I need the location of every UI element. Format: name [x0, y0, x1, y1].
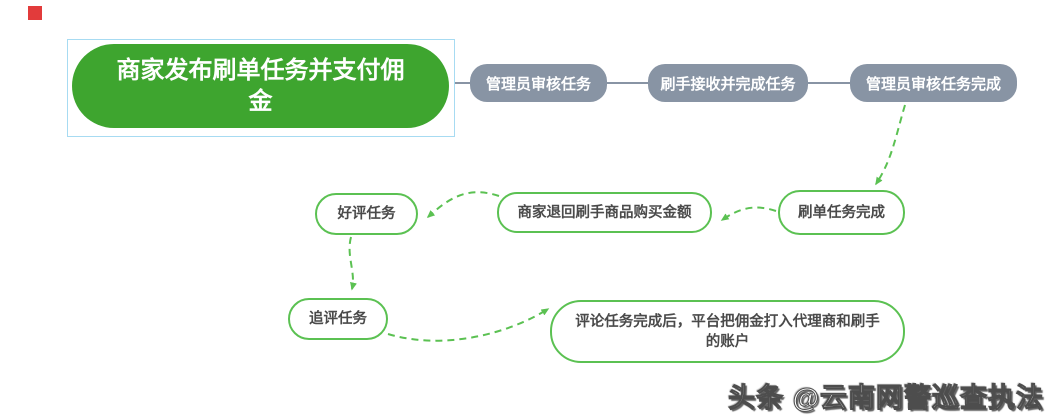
node-platform-pays-commission[interactable]: 评论任务完成后，平台把佣金打入代理商和刷手的账户 [550, 300, 905, 363]
node-brusher-receive-complete[interactable]: 刷手接收并完成任务 [648, 64, 808, 102]
watermark-text: 头条 @云南网警巡查执法 [728, 383, 1044, 414]
dashed-arrow-task-complete-to-refund [720, 206, 777, 221]
selection-outline [67, 39, 455, 137]
node-start-merchant-publish[interactable]: 商家发布刷单任务并支付佣金 [72, 44, 449, 128]
dashed-arrow-positive-review-to-follow-up [348, 236, 357, 291]
node-follow-up-review-task[interactable]: 追评任务 [288, 298, 388, 340]
node-merchant-refund[interactable]: 商家退回刷手商品购买金额 [497, 192, 712, 233]
dashed-arrow-review-complete-to-task-complete [875, 104, 906, 186]
node-label: 商家发布刷单任务并支付佣金 [116, 57, 405, 115]
dashed-arrow-refund-to-positive-review [426, 191, 500, 219]
node-admin-review-complete[interactable]: 管理员审核任务完成 [850, 64, 1017, 102]
dashed-arrow-follow-up-to-commission [387, 308, 550, 342]
node-positive-review-task[interactable]: 好评任务 [315, 193, 418, 235]
node-admin-review-task[interactable]: 管理员审核任务 [470, 64, 607, 102]
node-label: 管理员审核任务完成 [865, 75, 1001, 93]
node-brushing-task-complete[interactable]: 刷单任务完成 [778, 190, 905, 235]
node-label: 追评任务 [309, 311, 367, 327]
node-label: 评论任务完成后，平台把佣金打入代理商和刷手的账户 [575, 313, 880, 350]
toutiao-watermark: 头条 @云南网警巡查执法 [728, 376, 1044, 415]
node-label: 刷手接收并完成任务 [660, 75, 796, 93]
red-square-marker [28, 6, 42, 20]
node-label: 管理员审核任务 [485, 75, 591, 93]
node-label: 好评任务 [337, 206, 396, 222]
node-label: 刷单任务完成 [798, 204, 885, 221]
node-label: 商家退回刷手商品购买金额 [517, 204, 692, 221]
